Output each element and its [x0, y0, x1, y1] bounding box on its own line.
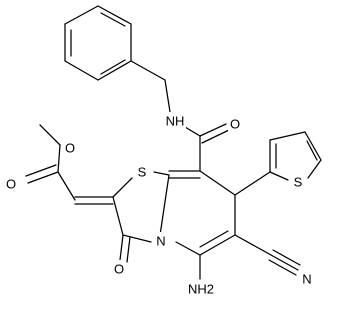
- bond: [25, 164, 57, 177]
- bond: [234, 171, 271, 196]
- label-mask: [4, 175, 18, 193]
- bond: [27, 171, 59, 184]
- bond: [97, 5, 132, 25]
- bond: [175, 241, 201, 256]
- bond: [57, 171, 76, 201]
- bond: [57, 144, 61, 173]
- bond: [39, 124, 61, 146]
- atom-label-n-ring: N: [156, 234, 165, 249]
- label-mask: [112, 260, 126, 278]
- bond: [64, 5, 99, 25]
- atom-label-o-ester-single: O: [65, 141, 75, 156]
- atom-label-s-thiazole: S: [138, 165, 147, 180]
- atom-label-n-nitrile: N: [302, 272, 311, 287]
- label-mask: [154, 232, 168, 250]
- bond: [268, 259, 297, 276]
- label-mask: [291, 173, 305, 191]
- atom-label-o-amide: O: [230, 117, 240, 132]
- bond: [199, 170, 236, 196]
- bond: [201, 129, 230, 144]
- atom-label-s-thiophene: S: [294, 175, 303, 190]
- bond: [270, 254, 299, 271]
- atom-label-o-lactam: O: [114, 262, 124, 277]
- label-mask: [164, 112, 186, 130]
- bond: [272, 249, 301, 266]
- bond: [112, 196, 124, 236]
- atom-label-o-ester-carbonyl: O: [6, 177, 16, 192]
- label-mask: [300, 270, 314, 288]
- bond: [269, 131, 306, 141]
- label-mask: [186, 280, 216, 298]
- label-mask: [63, 139, 77, 157]
- bond: [164, 79, 171, 113]
- bond-inner: [100, 59, 126, 75]
- atom-labels: NH O O O S N O NH2 N S: [4, 112, 314, 298]
- bond: [64, 60, 99, 81]
- bond: [199, 123, 227, 137]
- bond: [307, 159, 322, 179]
- label-mask: [135, 163, 149, 181]
- bond: [158, 174, 170, 243]
- label-mask: [228, 115, 242, 133]
- atom-label-nh2: NH2: [188, 282, 214, 297]
- atom-label-nh-amide: NH: [166, 114, 185, 129]
- bond: [112, 177, 133, 198]
- bond: [304, 131, 322, 161]
- bond: [97, 60, 132, 81]
- bond: [119, 234, 124, 261]
- bond-inner: [100, 12, 126, 27]
- bond: [306, 140, 318, 161]
- bond: [130, 60, 166, 81]
- bond: [199, 230, 229, 248]
- bond: [199, 234, 236, 256]
- bond: [269, 171, 289, 181]
- bond: [234, 234, 272, 256]
- bond: [153, 171, 170, 176]
- bond: [126, 236, 131, 263]
- bond: [122, 234, 152, 243]
